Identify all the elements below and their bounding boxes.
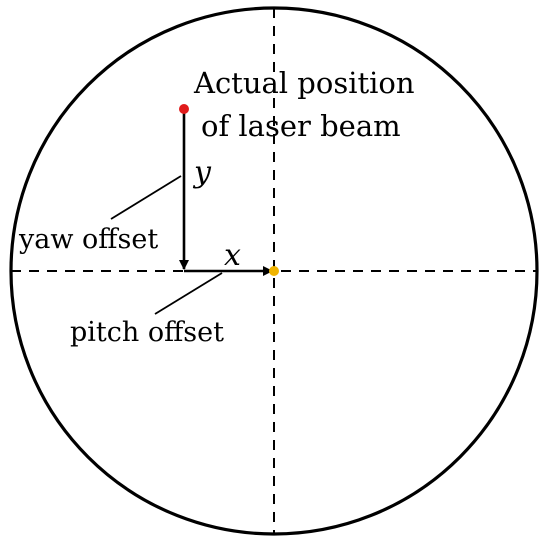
yaw-offset-label: yaw offset [18,224,158,255]
pitch-offset-leader-line [154,272,223,315]
actual-position-label-line1: Actual position [193,66,415,100]
target-center-dot [269,266,279,276]
y-axis-label: y [192,155,212,190]
actual-position-label-line2: of laser beam [201,109,401,143]
pitch-offset-label: pitch offset [70,317,224,348]
x-axis-label: x [224,238,241,273]
actual-beam-position-dot [179,104,189,114]
yaw-offset-leader-line [110,175,182,220]
